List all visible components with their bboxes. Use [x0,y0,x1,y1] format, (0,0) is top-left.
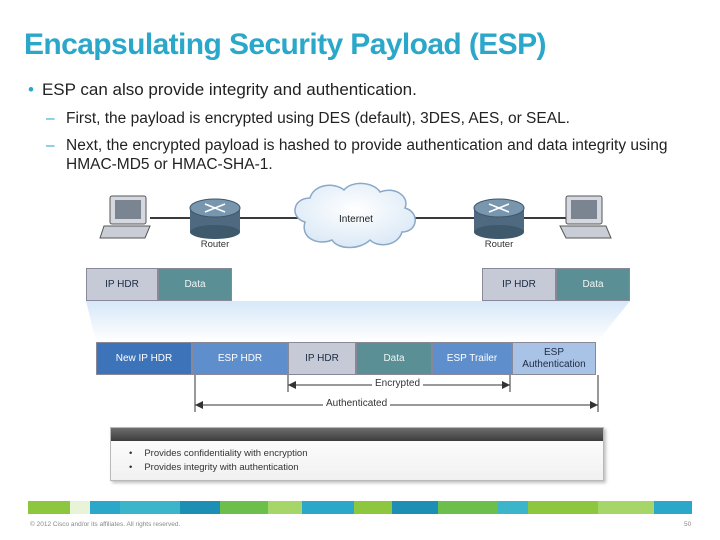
esp-packet: New IP HDR ESP HDR IP HDR Data ESP Trail… [96,342,596,375]
bullet-icon: • [129,448,133,459]
color-segment [180,501,220,514]
original-packet-left: IP HDR Data [86,268,232,301]
color-segment [220,501,268,514]
bullet-icon: • [129,462,133,473]
router-right-icon [473,198,525,239]
main-bullet: • ESP can also provide integrity and auth… [28,80,417,100]
esp-trailer-cell: ESP Trailer [432,342,512,375]
ip-hdr-cell: IP HDR [288,342,356,375]
sub-bullet-1-text: First, the payload is encrypted using DE… [66,110,570,127]
color-segment [528,501,598,514]
pc-right-icon [559,195,612,239]
color-segment [70,501,90,514]
color-segment [392,501,438,514]
esp-authentication-cell: ESP Authentication [512,342,596,375]
new-ip-hdr-cell: New IP HDR [96,342,192,375]
bullet-icon: • [28,80,34,99]
internet-label: Internet [339,214,373,225]
info-box-header [111,428,603,441]
color-segment [498,501,528,514]
color-segment [28,501,70,514]
router-right-label: Router [485,239,514,250]
sub-bullet-2: – Next, the encrypted payload is hashed … [46,136,676,174]
color-segment [302,501,354,514]
info-box: • Provides confidentiality with encryptio… [110,427,604,481]
dash-icon: – [46,110,55,127]
color-segment [438,501,498,514]
router-left-label: Router [201,239,230,250]
dash-icon: – [46,137,55,154]
slide-title: Encapsulating Security Payload (ESP) [24,28,546,61]
data-cell: Data [556,268,630,301]
info-line-1-text: Provides confidentiality with encryption [144,448,308,459]
pc-left-icon [99,195,151,239]
router-left-icon [189,198,241,239]
info-line-1: • Provides confidentiality with encryptio… [129,448,308,459]
color-segment [268,501,302,514]
copyright: © 2012 Cisco and/or its affiliates. All … [30,521,181,528]
data-cell: Data [158,268,232,301]
color-segment [120,501,180,514]
ip-hdr-cell: IP HDR [86,268,158,301]
info-line-2-text: Provides integrity with authentication [144,462,299,473]
color-segment [598,501,654,514]
page-number: 50 [684,521,692,528]
sub-bullet-1: – First, the payload is encrypted using … [46,109,676,128]
sub-bullet-2-text: Next, the encrypted payload is hashed to… [66,137,668,173]
encrypted-label: Encrypted [372,378,424,389]
main-bullet-text: ESP can also provide integrity and authe… [41,80,417,99]
color-segment [654,501,692,514]
info-line-2: • Provides integrity with authentication [129,462,299,473]
footer-color-bar [28,501,692,514]
esp-diagram: Router Internet Router [86,182,630,412]
original-packet-right: IP HDR Data [482,268,630,301]
internet-cloud-icon [294,182,416,249]
authenticated-label: Authenticated [323,398,391,409]
color-segment [354,501,392,514]
esp-hdr-cell: ESP HDR [192,342,288,375]
color-segment [90,501,120,514]
ip-hdr-cell: IP HDR [482,268,556,301]
data-cell: Data [356,342,432,375]
